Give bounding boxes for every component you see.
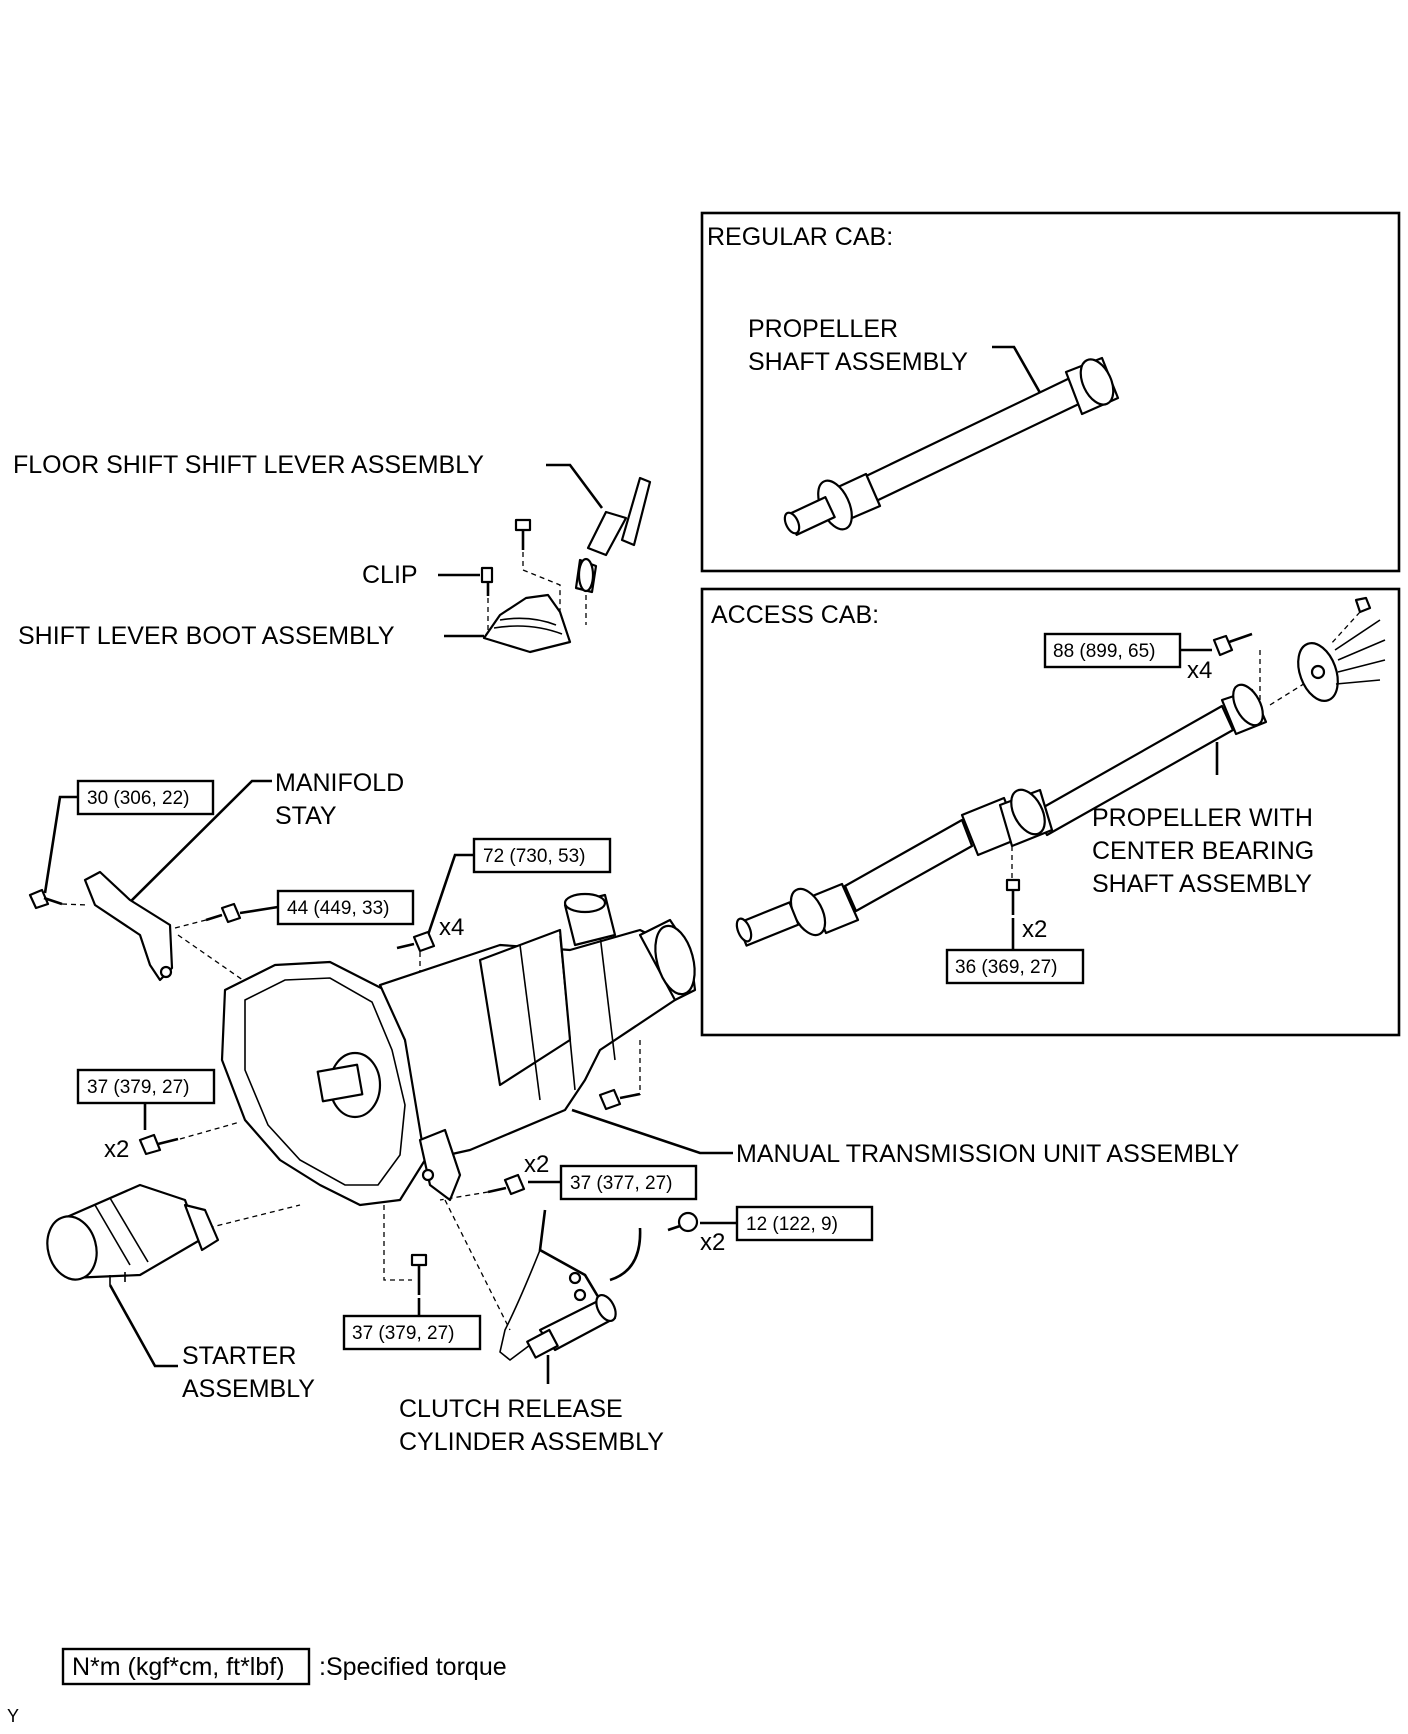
- starter-label-line-2: ASSEMBLY: [182, 1375, 315, 1403]
- manual-transmission-leader: [571, 1108, 733, 1155]
- transmission-top-leader: [426, 853, 474, 936]
- torque-clutch-line-value: 12 (122, 9): [746, 1214, 838, 1235]
- shift-boot-drawing: [482, 593, 572, 654]
- multiplier-transmission-top: x4: [439, 914, 464, 941]
- starter-drawing: [46, 1183, 220, 1285]
- clutch-cylinder-group: x2 37 (377, 27) 12 (122, 9) x2 CLUTCH: [342, 1151, 874, 1456]
- propeller-label-line-1: PROPELLER: [748, 315, 898, 343]
- manifold-dash-3: [177, 934, 251, 986]
- propeller-leader-line: [992, 345, 1045, 399]
- manifold-bolt-icon: [205, 902, 242, 924]
- manifold-stay-label-line-2: STAY: [275, 802, 337, 830]
- starter-dash-1: [179, 1121, 241, 1140]
- torque-box-clutch-line: [735, 1205, 874, 1242]
- torque-flange-value: 88 (899, 65): [1053, 641, 1155, 662]
- legend-description: :Specified torque: [319, 1653, 507, 1681]
- manifold-bolt-leader: [239, 905, 279, 915]
- torque-center-bearing-value: 36 (369, 27): [955, 957, 1057, 978]
- torque-clutch-cylinder-value: 37 (377, 27): [570, 1173, 672, 1194]
- manifold-dash-1: [61, 903, 89, 906]
- manifold-dash-2: [174, 919, 207, 929]
- torque-legend: N*m (kgf*cm, ft*lbf) :Specified torque: [61, 1647, 507, 1686]
- clutch-label-line-1: CLUTCH RELEASE: [399, 1395, 623, 1423]
- manifold-stay-group: 30 (306, 22) MANIFOLD STAY 44 (449, 33): [28, 769, 415, 986]
- clutch-cylinder-drawing: [499, 1209, 642, 1362]
- multiplier-center-bearing: x2: [1022, 916, 1047, 943]
- manual-transmission-label: MANUAL TRANSMISSION UNIT ASSEMBLY: [736, 1140, 1240, 1168]
- boot-label: SHIFT LEVER BOOT ASSEMBLY: [18, 622, 395, 650]
- torque-box-manifold-bolt: [276, 889, 415, 926]
- starter-group: 37 (379, 27) x2 STARTER ASSEMBLY: [46, 1068, 315, 1403]
- legend-box: [61, 1647, 311, 1686]
- manifold-stay-leader: [121, 779, 272, 911]
- manifold-upper-leader: [43, 795, 78, 894]
- manifold-stay-label-line-1: MANIFOLD: [275, 769, 404, 797]
- multiplier-clutch-cylinder: x2: [524, 1151, 549, 1178]
- starter-leader: [108, 1284, 178, 1368]
- regular-cab-panel: REGULAR CAB: PROPELLER SHAFT ASSEMBLY: [700, 211, 1401, 573]
- torque-bottom-bolt-value: 37 (379, 27): [352, 1323, 454, 1344]
- corner-mark: Y: [7, 1706, 19, 1726]
- clutch-dash-2: [444, 1199, 511, 1331]
- clip-icon: [480, 566, 494, 596]
- torque-manifold-bolt-value: 44 (449, 33): [287, 898, 389, 919]
- torque-box-manifold-upper: [76, 779, 215, 816]
- multiplier-clutch-line: x2: [700, 1229, 725, 1256]
- torque-box-clutch-cylinder: [559, 1164, 698, 1201]
- clip-label: CLIP: [362, 561, 418, 589]
- shift-lever-drawing: [574, 476, 652, 594]
- companion-flange-drawing: [1297, 596, 1386, 702]
- center-bearing-bolt-icon: [1005, 878, 1021, 915]
- clutch-label-line-2: CYLINDER ASSEMBLY: [399, 1428, 664, 1456]
- bottom-dash: [383, 1205, 412, 1281]
- torque-transmission-value: 72 (730, 53): [483, 846, 585, 867]
- multiplier-flange: x4: [1187, 657, 1212, 684]
- legend-box-text: N*m (kgf*cm, ft*lbf): [72, 1653, 285, 1681]
- transmission-side-bolt-icon: [598, 1088, 641, 1111]
- shift-lever-bolt-icon: [514, 518, 532, 550]
- propeller-shaft-drawing: [783, 356, 1120, 536]
- propeller-label-line-2: SHAFT ASSEMBLY: [748, 348, 968, 376]
- transmission-top-bolt-icon: [396, 930, 436, 953]
- transmission-body-drawing: [220, 892, 697, 1207]
- torque-box-center-bearing: [945, 948, 1085, 985]
- flange-bolt-icon: [1212, 632, 1253, 657]
- access-cab-panel: ACCESS CAB: 88 (899, 65) x4: [700, 587, 1401, 1037]
- lever-dash-1: [522, 552, 561, 625]
- torque-box-bottom-bolt: [342, 1314, 482, 1351]
- center-bearing-label-line-3: SHAFT ASSEMBLY: [1092, 870, 1312, 898]
- shift-lever-group: FLOOR SHIFT SHIFT LEVER ASSEMBLY CLIP SH…: [13, 451, 652, 654]
- clutch-cylinder-bolt-icon: [487, 1173, 526, 1196]
- center-bearing-label-line-1: PROPELLER WITH: [1092, 804, 1313, 832]
- manifold-upper-bolt-icon: [28, 888, 63, 910]
- transmission-group: 72 (730, 53) x4: [220, 837, 1240, 1207]
- starter-label-line-1: STARTER: [182, 1342, 296, 1370]
- clutch-dash-1: [439, 1191, 489, 1201]
- bottom-bolt-icon: [410, 1253, 428, 1295]
- torque-starter-value: 37 (379, 27): [87, 1077, 189, 1098]
- center-bearing-label-line-2: CENTER BEARING: [1092, 837, 1314, 865]
- regular-cab-frame: [700, 211, 1401, 573]
- starter-bolt-icon: [138, 1133, 179, 1156]
- access-cab-title: ACCESS CAB:: [711, 601, 879, 629]
- access-cab-frame: [700, 587, 1401, 1037]
- regular-cab-title: REGULAR CAB:: [707, 223, 893, 251]
- manifold-stay-drawing: [83, 870, 174, 982]
- center-bearing-shaft-drawing: [735, 683, 1268, 947]
- floor-shift-leader: [546, 463, 604, 509]
- multiplier-starter: x2: [104, 1136, 129, 1163]
- clutch-line-bolt-icon: [667, 1211, 699, 1233]
- torque-manifold-upper-value: 30 (306, 22): [87, 788, 189, 809]
- floor-shift-label: FLOOR SHIFT SHIFT LEVER ASSEMBLY: [13, 451, 484, 479]
- starter-dash-2: [199, 1204, 301, 1231]
